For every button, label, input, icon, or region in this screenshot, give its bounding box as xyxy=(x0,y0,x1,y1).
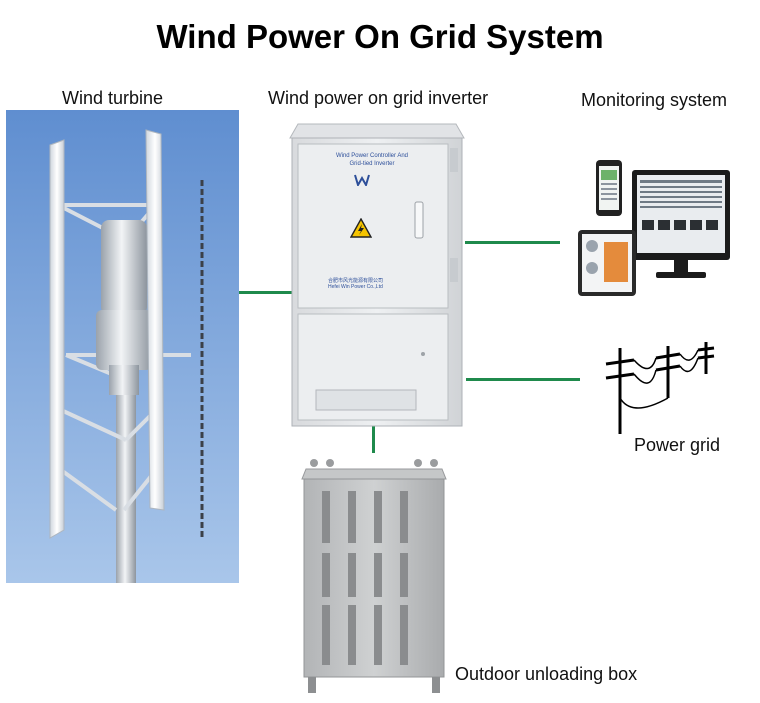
turbine-inverter-wire xyxy=(238,291,295,294)
monitoring-system-image xyxy=(576,158,736,298)
page-title: Wind Power On Grid System xyxy=(156,18,604,55)
cabinet-text-line1: Wind Power Controller And xyxy=(335,153,409,159)
wind-turbine-label: Wind turbine xyxy=(62,88,164,108)
inverter-monitoring-wire xyxy=(465,241,560,244)
inverter-cabinet-image: Wind Power Controller And Grid-tied Inve… xyxy=(288,118,466,430)
cabinet-text-line2: Grid-tied Inverter xyxy=(349,161,395,167)
power-grid-image xyxy=(598,338,718,436)
maker-name-en: Hefei Win Power Co.,Ltd xyxy=(328,284,383,290)
inverter-label: Wind power on grid inverter xyxy=(268,88,489,108)
power-grid-label: Power grid xyxy=(634,435,721,455)
maker-name-cn: 合肥市风光能源有限公司 xyxy=(328,278,384,284)
unloading-box-label: Outdoor unloading box xyxy=(455,664,638,684)
monitoring-system-label: Monitoring system xyxy=(581,90,728,110)
wind-turbine-image xyxy=(6,110,239,583)
inverter-box-wire xyxy=(372,425,375,453)
inverter-grid-wire xyxy=(466,378,580,381)
unloading-box-image xyxy=(300,455,448,697)
high-voltage-warning-icon xyxy=(350,218,372,238)
brand-logo-icon xyxy=(354,174,370,186)
